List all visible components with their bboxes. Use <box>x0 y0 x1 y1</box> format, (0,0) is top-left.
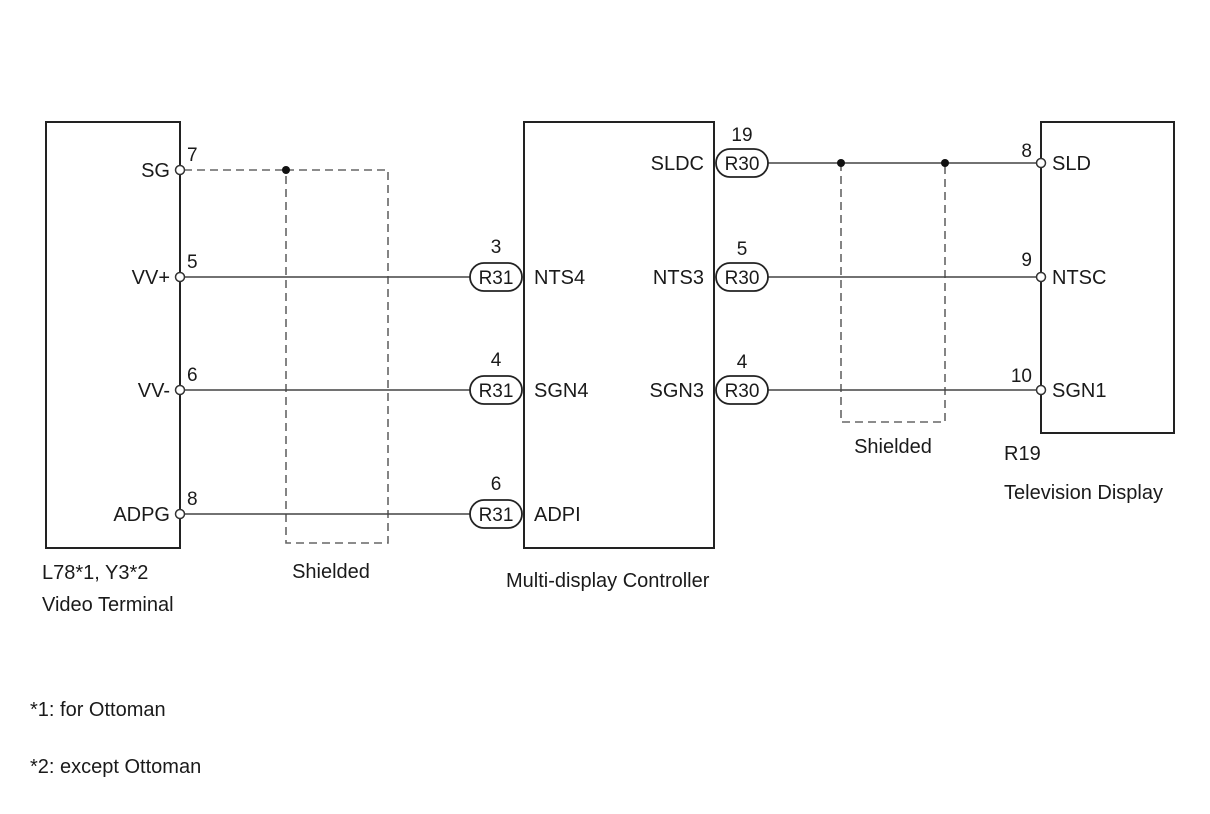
shield-right <box>840 163 946 423</box>
pin-label-adpg: ADPG <box>113 504 170 526</box>
pin-num-5: 5 <box>187 252 198 273</box>
connector-label: R30 <box>725 268 760 289</box>
connector-r30 <box>715 148 769 178</box>
pin-label-nts4: NTS4 <box>534 267 585 289</box>
connector-label: R31 <box>479 381 514 402</box>
shield-label-right: Shielded <box>854 436 932 458</box>
pin-label-adpi: ADPI <box>534 504 581 526</box>
controller-name: Multi-display Controller <box>506 570 710 592</box>
pin-num-6: 6 <box>491 474 502 495</box>
pin-label-vv-minus: VV- <box>138 380 170 402</box>
connector-r30 <box>715 262 769 292</box>
pin-vv-minus <box>174 384 186 396</box>
pin-sg <box>174 164 186 176</box>
pin-num-3: 3 <box>491 237 502 258</box>
pin-num-6: 6 <box>187 365 198 386</box>
television-name: Television Display <box>1004 482 1163 504</box>
pin-num-9: 9 <box>1021 250 1032 271</box>
pin-label-sg: SG <box>141 160 170 182</box>
connector-r30 <box>715 375 769 405</box>
pin-label-sldc: SLDC <box>651 153 704 175</box>
footnote-2: *2: except Ottoman <box>30 756 201 778</box>
pin-num-8: 8 <box>187 489 198 510</box>
pin-ntsc <box>1035 271 1047 283</box>
shield-left <box>285 169 389 544</box>
footnote-1: *1: for Ottoman <box>30 699 166 721</box>
pin-num-4: 4 <box>737 352 748 373</box>
controller-box <box>523 121 715 549</box>
pin-num-5: 5 <box>737 239 748 260</box>
pin-label-sgn3: SGN3 <box>650 380 704 402</box>
shield-label-left: Shielded <box>292 561 370 583</box>
junction-dot <box>282 166 290 174</box>
connector-r31 <box>469 499 523 529</box>
pin-adpg <box>174 508 186 520</box>
television-id: R19 <box>1004 443 1041 465</box>
pin-label-sgn1: SGN1 <box>1052 380 1106 402</box>
pin-num-4: 4 <box>491 350 502 371</box>
pin-num-10: 10 <box>1011 366 1032 387</box>
pin-num-8: 8 <box>1021 141 1032 162</box>
connector-label: R31 <box>479 268 514 289</box>
pin-vv-plus <box>174 271 186 283</box>
connector-r31 <box>469 375 523 405</box>
connector-label: R31 <box>479 505 514 526</box>
pin-label-ntsc: NTSC <box>1052 267 1106 289</box>
pin-label-sld: SLD <box>1052 153 1091 175</box>
video-terminal-box <box>45 121 181 549</box>
pin-label-sgn4: SGN4 <box>534 380 588 402</box>
pin-label-nts3: NTS3 <box>653 267 704 289</box>
connector-label: R30 <box>725 154 760 175</box>
connector-r31 <box>469 262 523 292</box>
junction-dot <box>941 159 949 167</box>
pin-num-7: 7 <box>187 145 198 166</box>
pin-sld <box>1035 157 1047 169</box>
video-terminal-name: Video Terminal <box>42 594 174 616</box>
pin-sgn1 <box>1035 384 1047 396</box>
connector-label: R30 <box>725 381 760 402</box>
video-terminal-id: L78*1, Y3*2 <box>42 562 148 584</box>
junction-dot <box>837 159 845 167</box>
pin-label-vv-plus: VV+ <box>132 267 170 289</box>
pin-num-19: 19 <box>731 125 752 146</box>
